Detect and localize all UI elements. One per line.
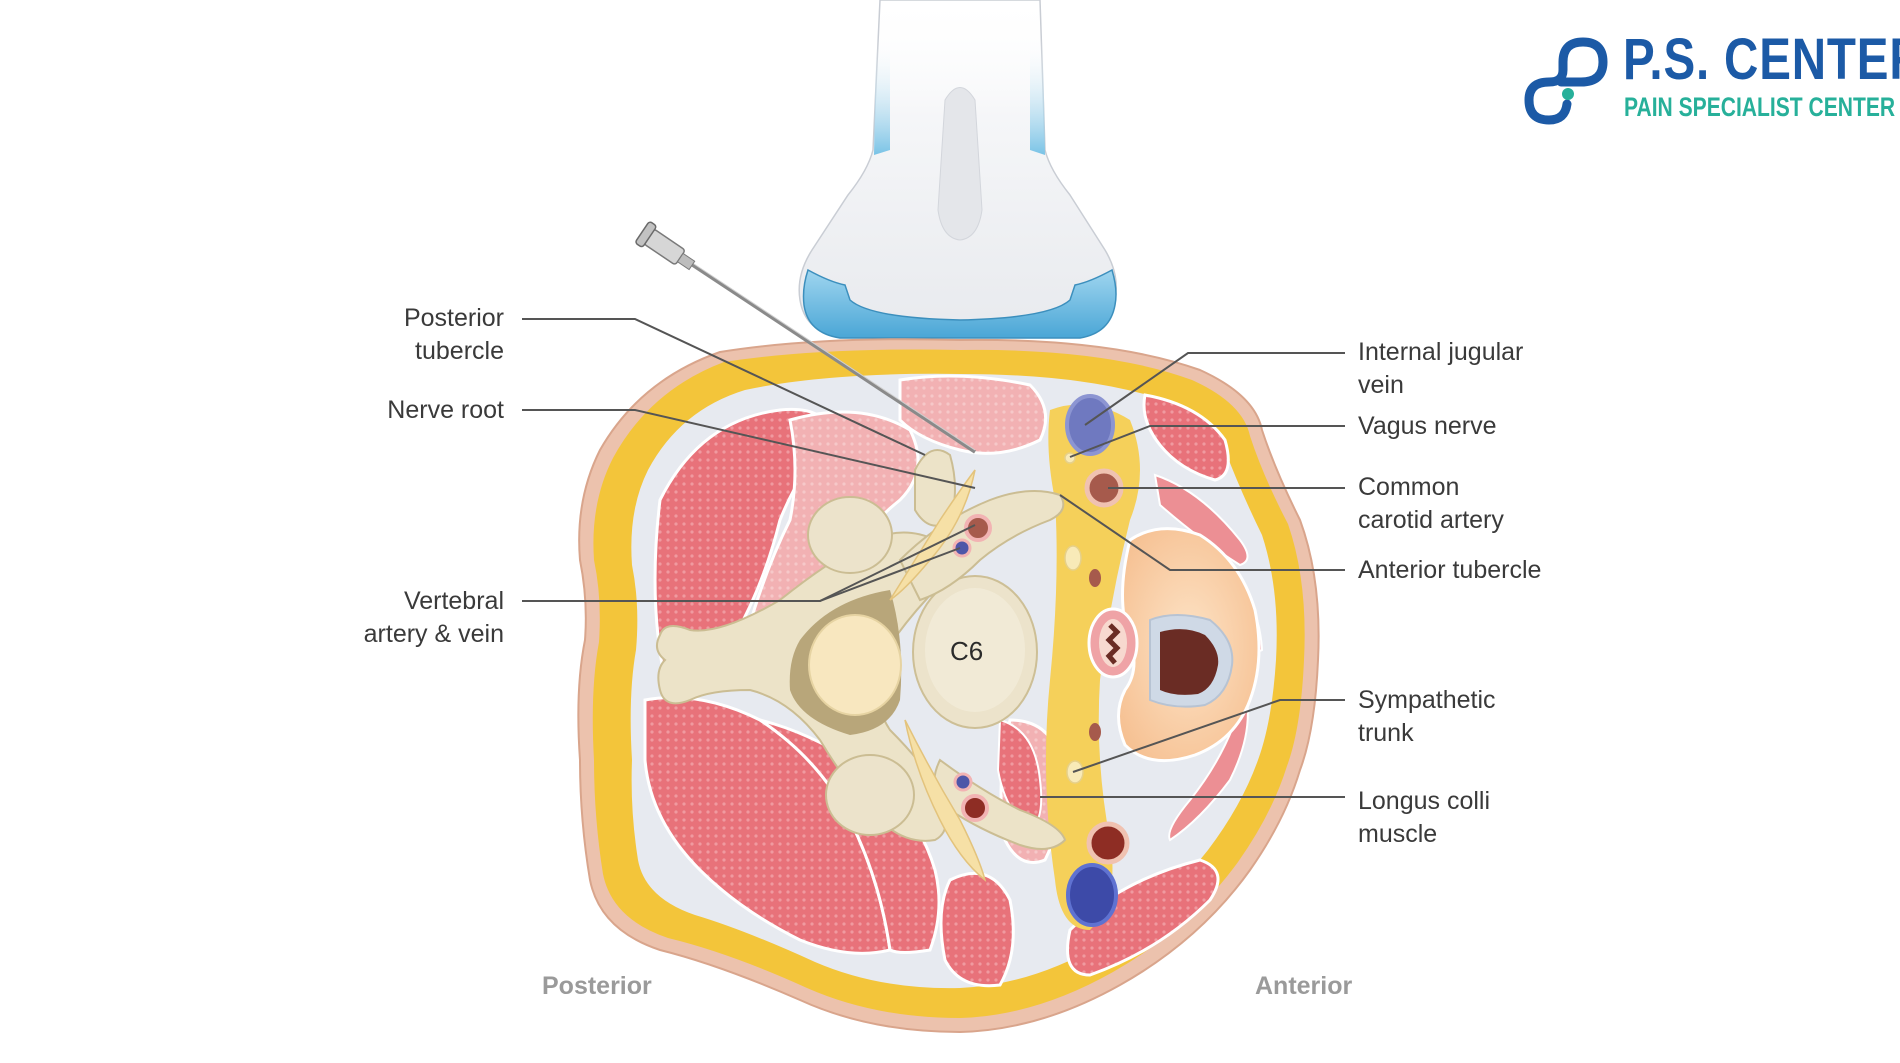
- probe-footprint: [802, 268, 1117, 339]
- label-line: vein: [1358, 371, 1404, 399]
- spinal-cord: [808, 614, 902, 716]
- trapezius-muscle: [653, 407, 832, 689]
- label-line: Vertebral: [403, 587, 504, 615]
- probe-side-right: [1030, 40, 1045, 155]
- leader-vagus-nerve: [1069, 425, 1345, 458]
- nerve-root-lower: [904, 719, 987, 882]
- label-line: Internal jugular: [1358, 338, 1524, 366]
- articular-process-upper: [807, 496, 893, 574]
- anterior-muscle-lower: [1066, 858, 1220, 977]
- leader-nerve-root: [522, 409, 976, 489]
- needle-shaft-highlight: [687, 259, 976, 451]
- leader-lines: [522, 318, 1345, 798]
- carotid-sheath-fat: [1046, 404, 1140, 930]
- leader-sympathetic-trunk: [1072, 699, 1345, 773]
- label-posterior-tubercle: Posterior tubercle: [404, 302, 504, 368]
- strap-muscle-3: [1168, 689, 1249, 842]
- internal-jugular-vein-upper: [1065, 394, 1115, 456]
- logo-subtitle: PAIN SPECIALIST CENTER: [1624, 92, 1896, 122]
- vagus-nerve-upper: [1064, 452, 1076, 464]
- vertebral-artery-upper: [964, 514, 992, 542]
- label-line: carotid artery: [1358, 506, 1504, 534]
- vertebral-vein-lower: [953, 772, 973, 792]
- needle-hub: [635, 221, 696, 271]
- infinity-loop-icon: [1524, 37, 1608, 125]
- label-line: Common: [1358, 473, 1460, 501]
- carotid-artery-lower: [1086, 821, 1130, 865]
- leader-anterior-tubercle: [1059, 494, 1345, 571]
- neck-cross-section: [577, 338, 1320, 1034]
- esophagus-lumen: [1105, 623, 1121, 665]
- vertebral-body-inner: [925, 588, 1025, 712]
- ultrasound-probe: [798, 0, 1117, 339]
- label-line: artery & vein: [363, 620, 504, 648]
- trachea-lumen: [1160, 629, 1219, 695]
- label-sympathetic-trunk: Sympathetic trunk: [1358, 684, 1496, 750]
- label-line: tubercle: [415, 337, 504, 365]
- articular-process-lower: [825, 754, 915, 836]
- label-line: muscle: [1358, 820, 1438, 848]
- probe-grip: [937, 87, 983, 241]
- nerve-node-2: [1064, 545, 1082, 571]
- internal-jugular-vein-lower: [1066, 863, 1118, 927]
- label-line: Vagus nerve: [1358, 412, 1497, 440]
- vertebra-label-c6: C6: [950, 636, 984, 666]
- label-vertebral-artery-vein: Vertebral artery & vein: [364, 585, 504, 651]
- label-line: Sympathetic: [1358, 686, 1496, 714]
- c6-vertebra: [655, 449, 1067, 882]
- strap-muscle-1: [1153, 473, 1249, 567]
- orientation-posterior: Posterior: [542, 972, 652, 1000]
- leader-posterior-tubercle: [522, 318, 926, 456]
- label-line: Anterior tubercle: [1358, 556, 1542, 584]
- sternocleidomastoid-muscle: [1142, 393, 1230, 482]
- longus-colli-muscle-shape: [996, 718, 1043, 832]
- probe-side-left: [874, 40, 890, 155]
- label-line: Nerve root: [387, 396, 504, 424]
- label-line: Longus colli: [1358, 787, 1491, 815]
- label-vagus-nerve: Vagus nerve: [1358, 410, 1497, 443]
- leader-internal-jugular-vein: [1084, 352, 1345, 426]
- vertebral-vein-upper: [952, 538, 972, 558]
- ps-center-logo: P.S. CENTER PAIN SPECIALIST CENTER: [1515, 28, 1900, 128]
- label-anterior-tubercle: Anterior tubercle: [1358, 554, 1541, 587]
- small-vessel-1: [1089, 569, 1101, 587]
- bottom-muscle: [939, 871, 1015, 988]
- label-common-carotid-artery: Common carotid artery: [1358, 471, 1504, 537]
- posterior-tubercle-shape: [914, 449, 956, 527]
- transverse-process-upper: [898, 490, 1065, 602]
- label-internal-jugular-vein: Internal jugular vein: [1358, 336, 1523, 402]
- label-line: trunk: [1358, 719, 1414, 747]
- vertebral-artery-lower: [961, 794, 989, 822]
- orientation-anterior: Anterior: [1255, 972, 1353, 1000]
- label-longus-colli-muscle: Longus colli muscle: [1358, 785, 1490, 851]
- leader-vertebral-vein: [819, 547, 961, 602]
- small-vessel-2: [1089, 723, 1101, 741]
- scalene-muscle-upper: [898, 374, 1048, 455]
- needle: [635, 221, 976, 454]
- label-line: Posterior: [403, 304, 504, 332]
- label-nerve-root: Nerve root: [387, 394, 504, 427]
- needle-shaft: [687, 260, 976, 454]
- logo-title: P.S. CENTER: [1623, 27, 1900, 92]
